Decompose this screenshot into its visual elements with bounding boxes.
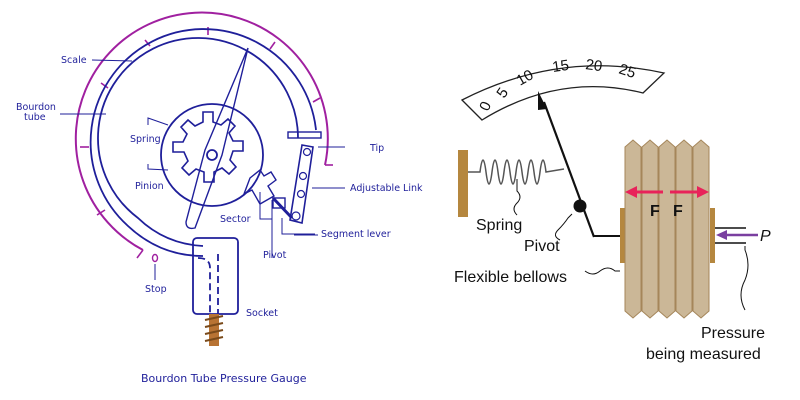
- pointer-lever: [542, 101, 596, 238]
- label-flexible-bellows: Flexible bellows: [454, 269, 567, 286]
- screw-thread: [204, 314, 224, 346]
- scale-number: 15: [551, 57, 570, 76]
- scale-number: 10: [514, 66, 537, 89]
- scale-ticks: [80, 27, 333, 259]
- pointer-arrowhead: [538, 91, 547, 110]
- stop-pin: [151, 253, 159, 263]
- bellows: [620, 139, 715, 319]
- scale-number: 20: [584, 56, 603, 75]
- pinion-gear-icon: [172, 111, 244, 183]
- label-socket: Socket: [246, 308, 278, 319]
- pressure-inlet: [715, 227, 746, 244]
- label-bourdon-tube-line1: Bourdon: [16, 102, 56, 113]
- pinion-disc: [160, 103, 264, 207]
- caption: Bourdon Tube Pressure Gauge: [141, 372, 307, 385]
- left-labels: Scale Bourdon tube Spring Pinion Sector …: [16, 55, 423, 385]
- bellows-gauge: 0 5 10 15 20 25 F F: [454, 56, 771, 363]
- leader-squiggles: [513, 179, 749, 311]
- label-adjustable-link: Adjustable Link: [350, 183, 423, 194]
- socket: [192, 237, 239, 315]
- segment-lever: [271, 196, 294, 220]
- spring-anchor: [458, 150, 468, 217]
- label-pivot-right: Pivot: [524, 238, 560, 255]
- scale-arc: [74, 11, 329, 251]
- label-force-left: F: [650, 203, 660, 220]
- pinion-hub: [206, 149, 218, 161]
- label-sector: Sector: [220, 214, 251, 225]
- leader-lines: [60, 59, 345, 280]
- dial-scale: [460, 65, 666, 121]
- label-force-right: F: [673, 203, 683, 220]
- scale-number: 25: [617, 61, 638, 82]
- label-pinion: Pinion: [135, 181, 164, 192]
- sector: [242, 168, 277, 205]
- label-bourdon-tube-line2: tube: [24, 112, 46, 123]
- pointer-needle: [185, 47, 249, 230]
- tip-bar: [287, 131, 322, 139]
- label-tip: Tip: [369, 143, 384, 154]
- label-spring-right: Spring: [476, 217, 522, 234]
- label-pressure-line1: Pressure: [701, 325, 765, 342]
- label-pivot: Pivot: [263, 250, 287, 261]
- spring-coil-icon: [468, 159, 565, 185]
- pressure-arrow-icon: [716, 230, 727, 240]
- label-pressure-symbol: P: [760, 228, 771, 245]
- bourdon-tube: [89, 28, 317, 257]
- label-scale: Scale: [61, 55, 87, 66]
- pivot-point: [573, 199, 587, 213]
- label-pressure-line2: being measured: [646, 346, 761, 363]
- force-arrows: [625, 186, 709, 198]
- adjustable-link: [289, 144, 314, 224]
- label-spring: Spring: [130, 134, 161, 145]
- bourdon-tube-inner: [97, 37, 299, 247]
- label-segment-lever: Segment lever: [321, 229, 391, 240]
- label-stop: Stop: [145, 284, 167, 295]
- pivot-block: [272, 197, 286, 209]
- bourdon-gauge: [60, 11, 345, 346]
